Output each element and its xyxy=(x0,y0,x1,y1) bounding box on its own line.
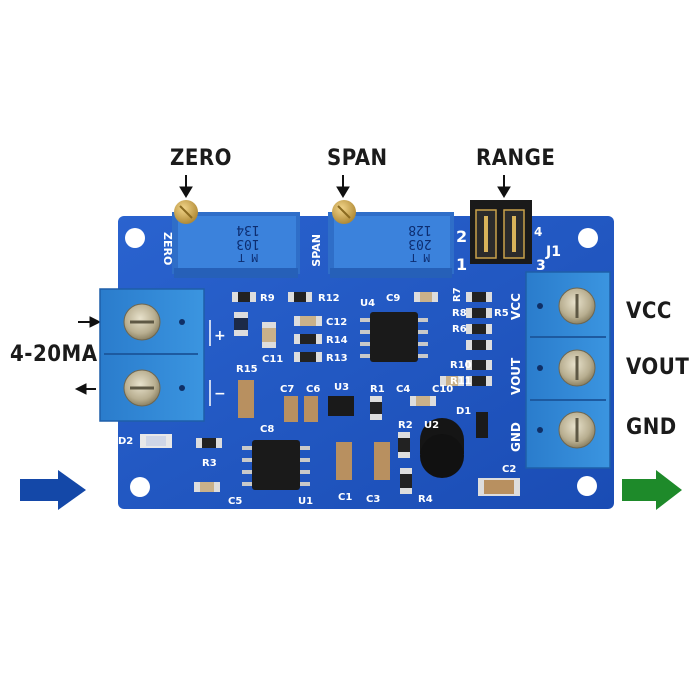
designator-d1: D1 xyxy=(456,406,471,417)
zero-pot-marking-2: 103 xyxy=(236,236,259,251)
span-pot-marking-2: 203 xyxy=(408,236,431,251)
jumper-pin-4: 4 xyxy=(534,225,542,239)
designator-d2: D2 xyxy=(118,436,133,447)
designator-u2: U2 xyxy=(424,420,439,431)
output-direction-arrow xyxy=(622,470,682,510)
designator-c3: C3 xyxy=(366,494,380,505)
designator-c2: C2 xyxy=(502,464,516,475)
designator-u1: U1 xyxy=(298,496,313,507)
output-terminal-block xyxy=(525,271,611,469)
designator-r5: R5 xyxy=(494,308,509,319)
component-designators: R9 R12 U4 C9 R7 R8 R6 R5 C12 R14 R13 R10… xyxy=(118,287,516,507)
designator-c4: C4 xyxy=(396,384,410,395)
zero-silkscreen: ZERO xyxy=(161,232,174,265)
designator-c1: C1 xyxy=(338,492,352,503)
designator-r3: R3 xyxy=(202,458,217,469)
zero-pot-marking-1: M T xyxy=(238,251,258,264)
mounting-holes xyxy=(125,228,598,497)
span-pointer-arrow xyxy=(336,175,350,198)
designator-c12: C12 xyxy=(326,317,347,328)
zero-pointer-arrow xyxy=(179,175,193,198)
designator-r9: R9 xyxy=(260,293,275,304)
designator-r6: R6 xyxy=(452,324,467,335)
designator-u3: U3 xyxy=(334,382,349,393)
designator-r14: R14 xyxy=(326,335,348,346)
regulator-u3 xyxy=(328,396,354,416)
span-label: SPAN xyxy=(327,146,388,171)
designator-c11: C11 xyxy=(262,354,283,365)
designator-c8: C8 xyxy=(260,424,274,435)
input-minus-arrow xyxy=(74,383,96,395)
gnd-silkscreen: GND xyxy=(509,422,523,452)
designator-r7: R7 xyxy=(452,287,463,302)
input-terminal-block xyxy=(99,288,205,422)
jumper-pin-2: 2 xyxy=(456,227,467,246)
pcb-board xyxy=(118,216,614,509)
minus-silkscreen: − xyxy=(214,386,226,402)
designator-r1: R1 xyxy=(370,384,385,395)
designator-u4: U4 xyxy=(360,298,375,309)
range-jumper xyxy=(470,200,532,264)
vcc-label: VCC xyxy=(626,299,672,324)
span-silkscreen: SPAN xyxy=(310,234,323,267)
ic-u1 xyxy=(242,440,310,490)
range-label: RANGE xyxy=(476,146,556,171)
designator-c10: C10 xyxy=(432,384,453,395)
smd-components xyxy=(140,292,520,496)
designator-r2: R2 xyxy=(398,420,413,431)
plus-silkscreen: + xyxy=(214,328,226,344)
span-pot-marking-3: 128 xyxy=(408,222,431,237)
jumper-pin-1: 1 xyxy=(456,255,467,274)
vout-silkscreen: VOUT xyxy=(509,357,523,395)
ic-u4 xyxy=(360,312,428,362)
designator-c5: C5 xyxy=(228,496,242,507)
designator-c6: C6 xyxy=(306,384,320,395)
designator-r13: R13 xyxy=(326,353,348,364)
gnd-label: GND xyxy=(626,415,677,440)
jumper-pin-3: 3 xyxy=(536,258,546,274)
zero-potentiometer: M T 103 134 xyxy=(172,200,300,278)
zero-pot-marking-3: 134 xyxy=(236,222,260,237)
j1-silkscreen: J1 xyxy=(545,244,561,260)
vout-label: VOUT xyxy=(626,355,690,380)
designator-r12: R12 xyxy=(318,293,340,304)
input-direction-arrow xyxy=(20,470,86,510)
span-pot-marking-1: M T xyxy=(410,251,430,264)
input-plus-arrow xyxy=(78,316,102,328)
designator-r10: R10 xyxy=(450,360,472,371)
vcc-silkscreen: VCC xyxy=(509,293,523,320)
zero-label: ZERO xyxy=(170,146,232,171)
designator-r15: R15 xyxy=(236,364,258,375)
designator-c7: C7 xyxy=(280,384,294,395)
designator-r11: R11 xyxy=(450,376,472,387)
transistor-u2 xyxy=(420,418,464,478)
range-pointer-arrow xyxy=(497,175,511,198)
input-label: 4-20MA xyxy=(10,342,98,367)
designator-r4: R4 xyxy=(418,494,433,505)
span-potentiometer: M T 203 128 xyxy=(328,200,454,278)
designator-r8: R8 xyxy=(452,308,467,319)
designator-c9: C9 xyxy=(386,293,400,304)
